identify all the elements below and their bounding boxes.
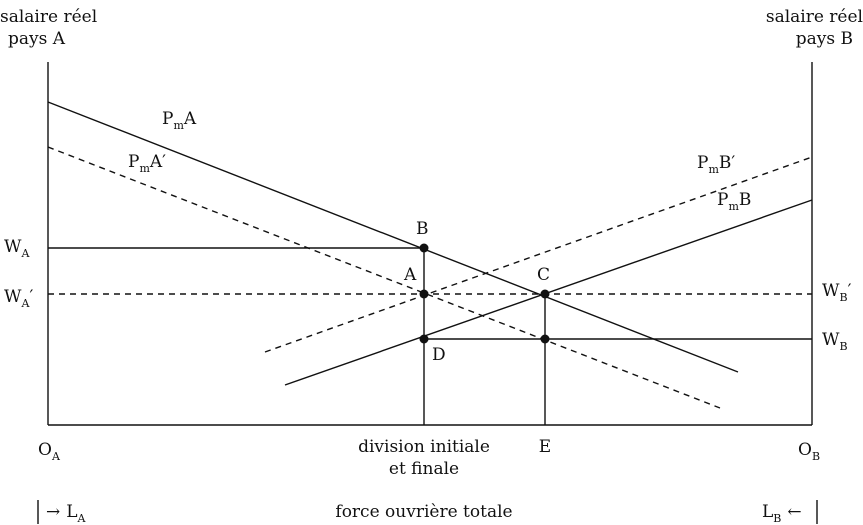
point-c-label: C — [537, 265, 550, 285]
left-axis-title-1: salaire réel — [0, 7, 97, 27]
origin-b-label: OB — [798, 440, 820, 463]
point-b-label: B — [416, 219, 429, 239]
pmb-label: PmB — [717, 190, 751, 213]
pma-prime-label: PmA′ — [128, 152, 166, 175]
pma-prime-curve — [47, 146, 721, 409]
wa-prime-label: WA′ — [4, 287, 33, 310]
point-d — [419, 334, 429, 344]
left-axis-title-2: pays A — [8, 29, 66, 49]
pma-label: PmA — [162, 109, 197, 132]
right-axis-title-2: pays B — [796, 29, 853, 49]
left-arrow-icon: ← — [787, 502, 801, 522]
origin-a-label: OA — [38, 440, 61, 463]
la-label: →LA — [46, 502, 87, 525]
total-labor-label: force ouvrière totale — [335, 502, 512, 522]
lb-label: LB← — [762, 502, 802, 525]
point-b — [419, 243, 429, 253]
wa-label: WA — [4, 237, 30, 260]
wb-label: WB — [822, 330, 848, 353]
point-d-label: D — [432, 345, 446, 365]
point-c — [540, 289, 550, 299]
right-arrow-icon: → — [46, 502, 60, 522]
division-label-1: division initiale — [358, 437, 490, 457]
pma-curve — [47, 101, 739, 373]
right-axis-title-1: salaire réel — [766, 7, 863, 27]
wb-prime-label: WB′ — [822, 281, 852, 304]
point-a — [419, 289, 429, 299]
division-label-2: et finale — [389, 459, 459, 479]
point-e-label: E — [539, 437, 551, 457]
point-e-upper — [540, 334, 550, 344]
point-a-label: A — [403, 265, 417, 285]
pmb-prime-curve — [264, 156, 813, 353]
pmb-prime-label: PmB′ — [697, 153, 735, 176]
